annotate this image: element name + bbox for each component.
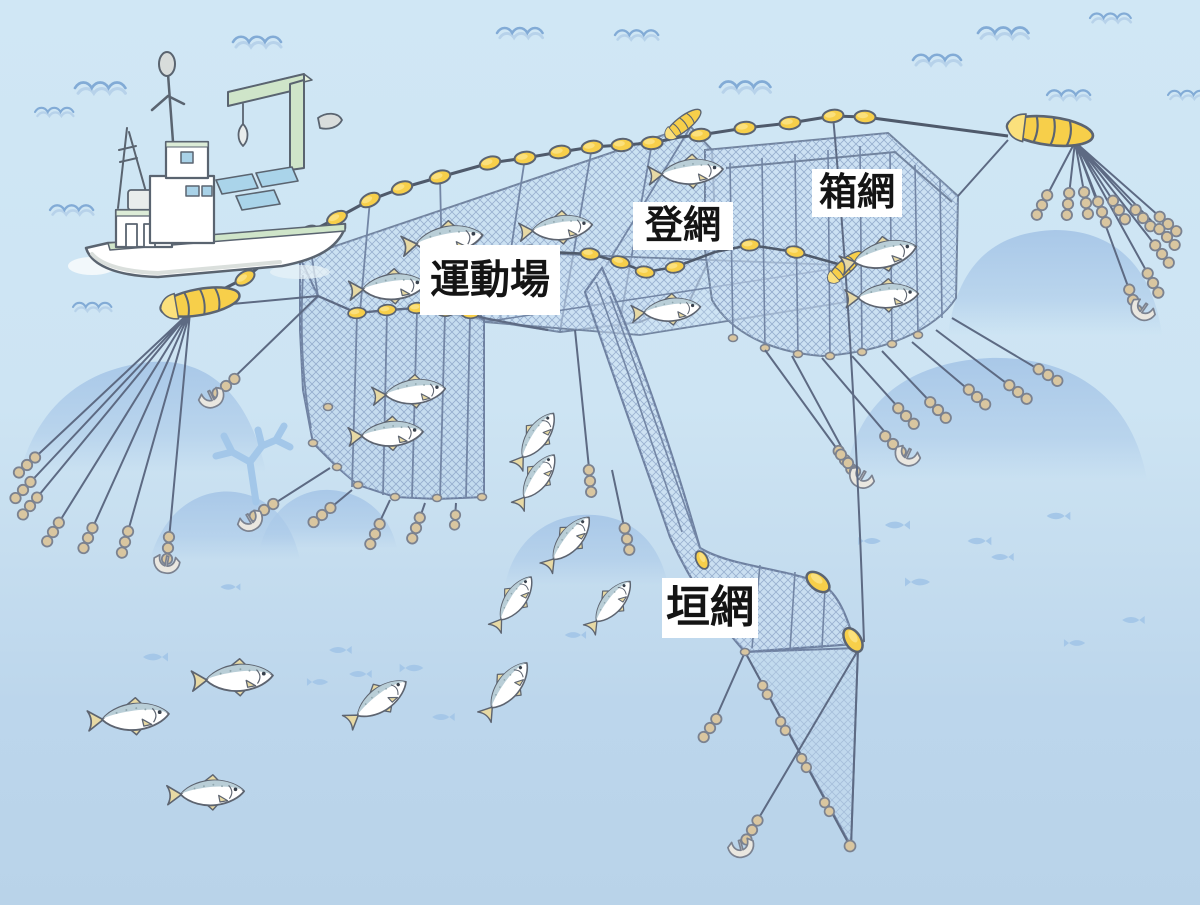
label-climbing-net: 登網 bbox=[633, 202, 734, 250]
wheelhouse-window bbox=[180, 151, 194, 164]
bow-fitting bbox=[317, 112, 343, 130]
label-box-net: 箱網 bbox=[812, 169, 903, 217]
cabin-window bbox=[185, 185, 200, 197]
climbing-net-rope bbox=[441, 237, 867, 288]
cabin-window bbox=[201, 185, 213, 197]
coral bbox=[212, 422, 294, 506]
crane-hook bbox=[237, 123, 249, 147]
box-net bbox=[704, 132, 959, 361]
fishing-boat bbox=[68, 51, 347, 279]
fence-net bbox=[574, 115, 868, 861]
deck-hatch bbox=[215, 173, 259, 195]
right-buoy-moorings bbox=[1028, 141, 1185, 327]
left-buoy-moorings bbox=[7, 311, 191, 577]
main-mast bbox=[150, 72, 186, 144]
label-playground: 運動場 bbox=[420, 245, 560, 315]
cabin bbox=[148, 174, 216, 245]
box-net-moorings bbox=[764, 317, 1066, 494]
deck-hatch bbox=[235, 189, 281, 211]
crane-post bbox=[289, 79, 305, 171]
deck-hatch bbox=[255, 166, 299, 188]
label-fence-net: 垣網 bbox=[662, 578, 758, 638]
playground-weights bbox=[196, 295, 462, 552]
front-mast bbox=[117, 127, 151, 209]
